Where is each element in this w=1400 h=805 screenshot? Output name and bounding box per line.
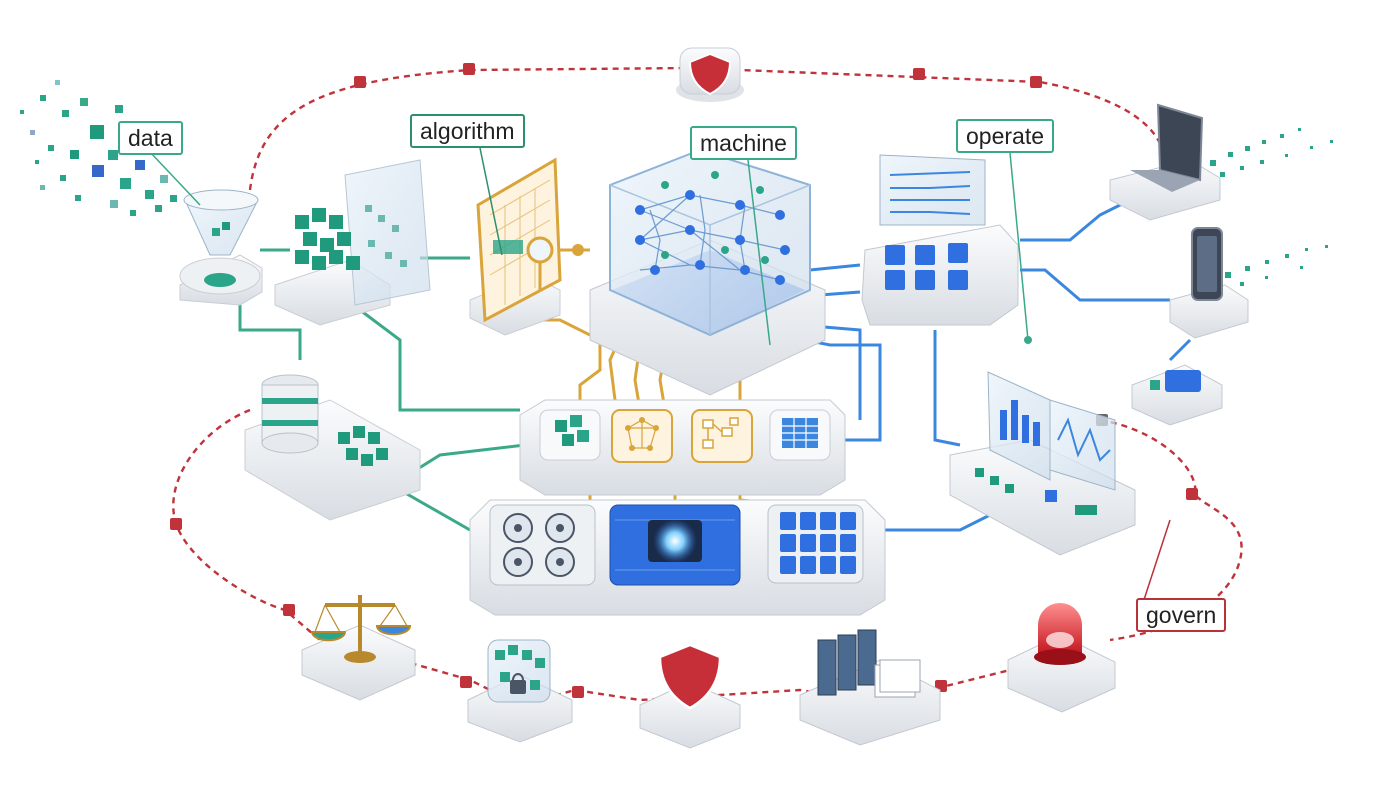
alarm-light-icon xyxy=(1007,603,1116,713)
label-data: data xyxy=(118,121,183,155)
neural-network-icon xyxy=(589,148,826,396)
shield-icon xyxy=(639,643,741,749)
gpu-chip-icon xyxy=(609,504,741,586)
smartphone-icon xyxy=(1169,227,1249,339)
label-machine: machine xyxy=(690,126,797,160)
device-icon xyxy=(1131,364,1223,426)
document-archive-icon xyxy=(799,629,941,746)
locked-container-icon xyxy=(467,639,573,743)
flow-board-icon xyxy=(861,154,1019,326)
shield-icon xyxy=(676,47,744,102)
hardware-tray xyxy=(469,499,886,616)
cube-stack-icon xyxy=(274,159,431,326)
server-rack-icon xyxy=(767,504,864,584)
funnel-icon xyxy=(179,189,263,306)
database-icon xyxy=(244,374,421,521)
cooling-fans-icon xyxy=(489,504,596,586)
flowchart-icon xyxy=(691,409,753,463)
laptop-icon xyxy=(1109,103,1221,221)
label-operate: operate xyxy=(956,119,1055,153)
governance-nodes xyxy=(170,63,1198,698)
cube-stack-icon xyxy=(539,409,601,461)
label-algorithm: algorithm xyxy=(410,114,525,148)
scales-icon xyxy=(301,595,416,701)
label-leaders xyxy=(149,147,1171,613)
data-particles-left xyxy=(20,80,177,216)
data-particles-right xyxy=(1210,128,1333,286)
operate-connectors xyxy=(779,198,1192,532)
table-icon xyxy=(769,409,831,461)
operate-anchor xyxy=(1024,336,1032,344)
label-govern: govern xyxy=(1136,598,1227,632)
dashboard-icon xyxy=(949,371,1136,556)
chart-board-icon xyxy=(469,157,584,336)
data-connectors xyxy=(238,248,526,532)
service-tray xyxy=(519,399,846,496)
neural-network-icon xyxy=(611,409,673,463)
